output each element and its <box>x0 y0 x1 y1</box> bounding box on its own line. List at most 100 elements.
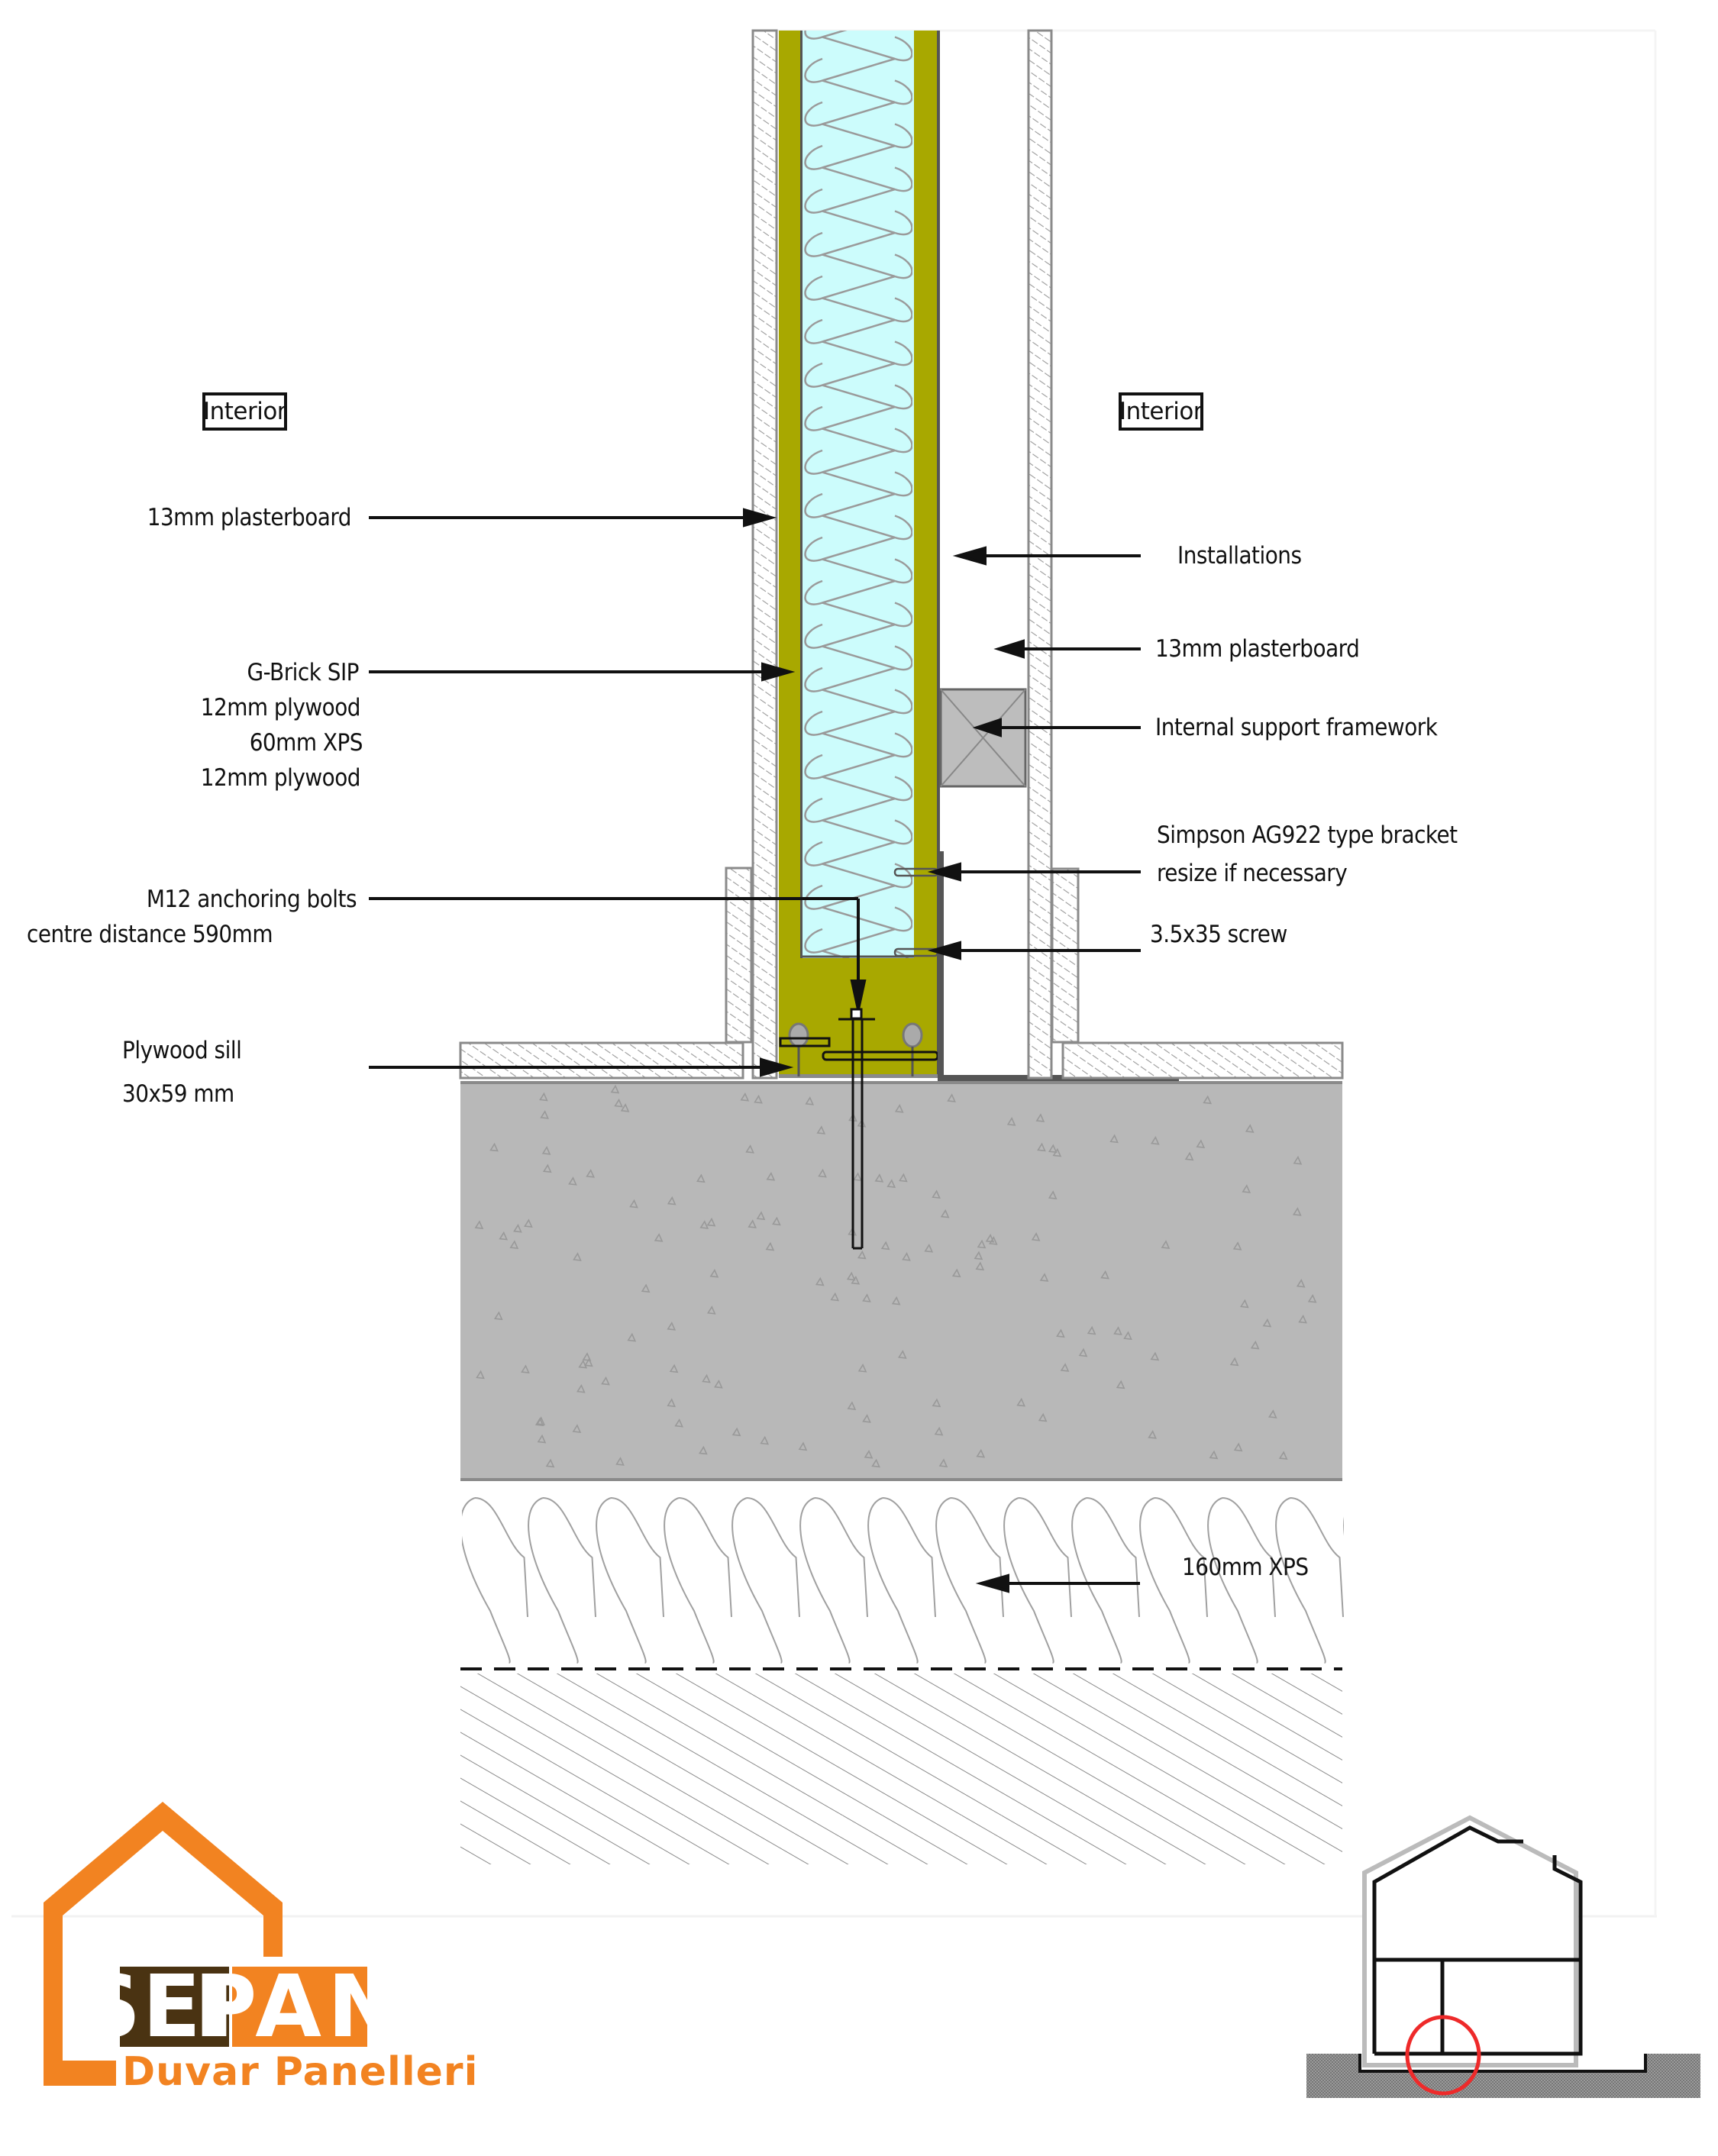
xps-loop <box>804 318 912 366</box>
aggregate-speck <box>871 1458 880 1468</box>
aggregate-speck <box>1056 1328 1065 1338</box>
leaders-left <box>369 508 867 1077</box>
aggregate-speck <box>1209 1450 1219 1460</box>
aggregate-speck <box>1148 1430 1157 1439</box>
aggregate-speck <box>897 1350 907 1359</box>
xps-160-loop <box>1139 1497 1208 1664</box>
aggregate-speck <box>847 1401 857 1410</box>
arrow-icon <box>743 508 777 528</box>
aggregate-speck <box>857 1364 867 1373</box>
aggregate-speck <box>988 1236 998 1245</box>
xps-160-loop <box>799 1497 868 1664</box>
aggregate-speck <box>614 1098 623 1108</box>
aggregate-speck <box>578 1359 588 1369</box>
aggregate-speck <box>805 1096 815 1105</box>
aggregate-speck <box>476 1370 485 1380</box>
aggregate-speck <box>706 1217 716 1227</box>
aggregate-speck <box>654 1233 664 1242</box>
aggregate-speck <box>537 1434 547 1444</box>
aggregate-speck <box>1087 1325 1096 1335</box>
arrow-icon <box>952 546 987 566</box>
xps-loop <box>804 144 912 192</box>
aggregate-speck <box>509 1240 519 1250</box>
xps-160-loop <box>935 1497 1004 1664</box>
aggregate-speck <box>731 1427 741 1437</box>
aggregate-speck <box>615 1457 625 1466</box>
xps-loop <box>804 362 912 410</box>
aggregate-speck <box>951 1268 961 1278</box>
aggregate-speck <box>1240 1299 1249 1309</box>
aggregate-speck <box>696 1173 706 1183</box>
aggregate-speck <box>542 1164 552 1173</box>
aggregate-speck <box>539 1092 548 1102</box>
xps-loop <box>804 492 912 541</box>
xps-loop <box>804 754 912 802</box>
aggregate-speck <box>620 1103 630 1112</box>
aggregate-speck <box>610 1084 620 1094</box>
xps-160-loop <box>1071 1497 1140 1664</box>
key-plan-house <box>1306 1815 1700 2098</box>
aggregate-speck <box>674 1418 683 1428</box>
aggregate-speck <box>513 1223 522 1233</box>
xps-loop <box>804 275 912 323</box>
aggregate-speck <box>1031 1232 1041 1241</box>
aggregate-speck <box>586 1169 595 1178</box>
aggregate-speck <box>891 1296 901 1306</box>
xps-160-loop <box>1275 1497 1344 1664</box>
aggregate-speck <box>765 1241 775 1251</box>
aggregate-speck <box>938 1458 948 1467</box>
aggregate-speck <box>902 1252 911 1261</box>
callout-sip-layer-3: 12mm plywood <box>200 764 361 792</box>
aggregate-speck <box>1123 1331 1132 1341</box>
aggregate-speck <box>601 1376 610 1386</box>
xps-160-loop <box>731 1497 800 1664</box>
aggregate-speck <box>1233 1442 1243 1452</box>
aggregate-speck <box>985 1234 995 1243</box>
aggregate-speck <box>1161 1240 1171 1249</box>
aggregate-speck <box>493 1311 503 1321</box>
aggregate-speck <box>745 1144 754 1154</box>
left-floor-upstand <box>725 867 753 1044</box>
callout-installations: Installations <box>1177 542 1302 570</box>
aggregate-speck <box>474 1220 484 1230</box>
callout-sip-layer-1: 12mm plywood <box>200 694 361 721</box>
xps-loop <box>804 841 912 889</box>
xps-160-loop <box>867 1497 936 1664</box>
aggregate-speck <box>667 1322 677 1331</box>
aggregate-speck <box>756 1211 766 1221</box>
aggregate-speck <box>1052 1147 1062 1157</box>
aggregate-speck <box>853 1172 862 1182</box>
aggregate-speck <box>576 1383 586 1393</box>
aggregate-speck <box>975 1261 985 1271</box>
arrow-icon <box>927 941 961 960</box>
aggregate-speck <box>1060 1363 1070 1372</box>
aggregate-speck <box>748 1219 757 1228</box>
arrow-icon <box>761 662 796 682</box>
aggregate-speck <box>874 1173 884 1183</box>
callout-sip-layer-2: 60mm XPS <box>249 729 363 757</box>
aggregate-speck <box>818 1168 827 1178</box>
aggregate-speck <box>880 1241 890 1251</box>
aggregate-speck <box>1293 1155 1303 1165</box>
xps-loop <box>804 405 912 453</box>
aggregate-speck <box>934 1426 944 1436</box>
aggregate-speck <box>1150 1351 1160 1361</box>
aggregate-speck <box>714 1380 723 1389</box>
aggregate-speck <box>974 1251 983 1260</box>
logo-pan-text: PAN <box>194 1957 405 2057</box>
aggregate-speck <box>702 1373 711 1383</box>
callout-bracket-line-2: resize if necessary <box>1157 860 1348 887</box>
interior-label-right: Interior <box>1119 392 1203 431</box>
xps-loop <box>804 710 912 758</box>
aggregate-speck <box>1262 1318 1272 1328</box>
aggregate-speck <box>1035 1113 1045 1122</box>
callout-sill-line-2: 30x59 mm <box>122 1080 234 1108</box>
xps-loop <box>804 797 912 845</box>
aggregate-speck <box>667 1196 677 1205</box>
xps-loop <box>804 666 912 715</box>
leaders-right <box>927 546 1141 1593</box>
aggregate-speck <box>1109 1134 1119 1144</box>
aggregate-speck <box>1184 1151 1194 1161</box>
aggregate-speck <box>864 1449 874 1459</box>
aggregate-speck <box>1298 1314 1307 1324</box>
